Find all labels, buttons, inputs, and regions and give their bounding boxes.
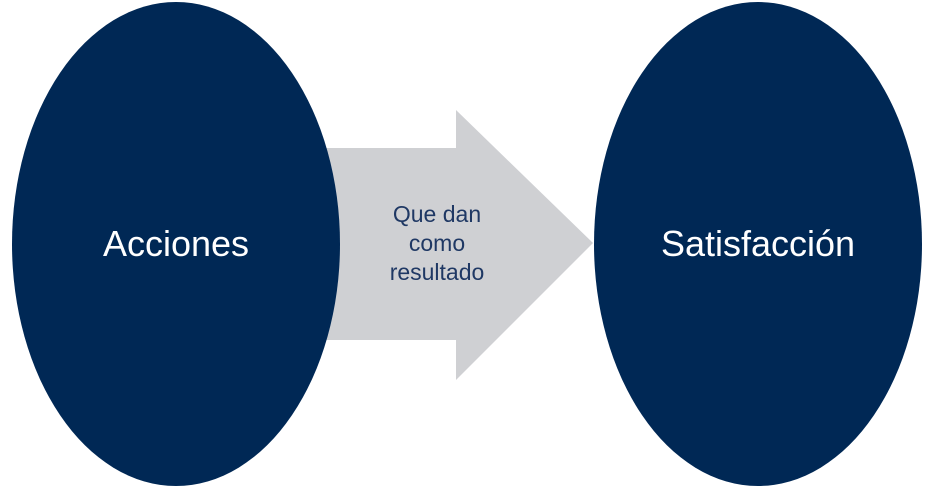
connector-arrow [300,110,593,380]
acciones-label: Acciones [103,223,249,264]
satisfaccion-node [594,2,922,486]
acciones-node [12,2,340,486]
satisfaccion-label: Satisfacción [661,223,855,264]
arrow-label-line-1: Que dan [393,201,481,227]
arrow-label-line-3: resultado [390,259,485,285]
arrow-label-line-2: como [409,230,465,256]
